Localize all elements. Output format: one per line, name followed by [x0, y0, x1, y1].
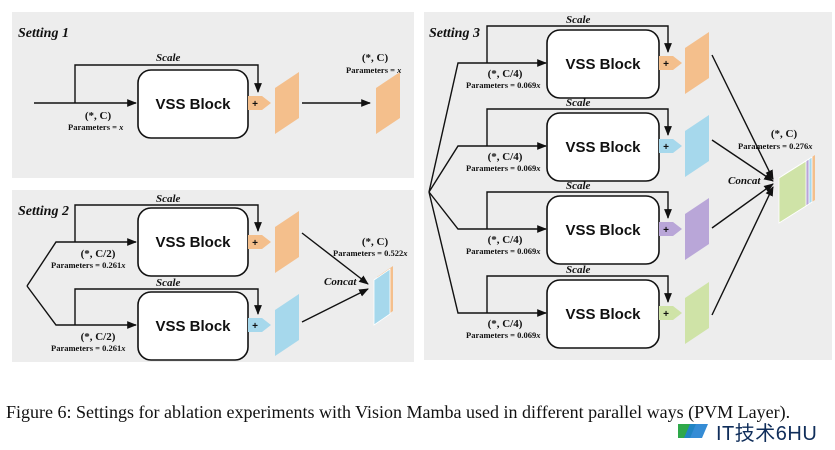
branch-2-vss-label: VSS Block — [565, 139, 641, 156]
concat-label: Concat — [324, 276, 357, 288]
setting-1-panel: Setting 1 Scale VSS Block + (*, C) Param… — [12, 12, 414, 178]
branch-2-shape: (*, C/4) — [488, 151, 523, 163]
branch-1-shape: (*, C/2) — [81, 248, 116, 260]
concat-arrow-2 — [301, 288, 369, 323]
concat-output-stack — [373, 266, 393, 326]
branch-1-vss-label: VSS Block — [565, 56, 641, 73]
branch-1: Scale VSS Block + (*, C/4) Parameters = … — [466, 14, 709, 99]
branch-4-shape: (*, C/4) — [488, 318, 523, 330]
concat-arrow-1 — [301, 232, 369, 285]
branch-3-scale-label: Scale — [566, 180, 591, 192]
vss-block-label: VSS Block — [155, 96, 231, 113]
branch-3-input — [428, 191, 547, 233]
branch-2-add-node — [659, 139, 682, 153]
feature-map — [275, 72, 299, 134]
branch-2-add-node — [248, 318, 271, 332]
branch-2-scale-label: Scale — [566, 97, 591, 109]
output-params: Parameters = 0.276x — [738, 141, 813, 151]
output-shape: (*, C) — [362, 236, 389, 248]
branch-2-feature-map — [685, 115, 709, 177]
plus-icon: + — [252, 99, 258, 110]
branch-1-feature-map — [685, 32, 709, 94]
branch-1-plus-icon: + — [252, 238, 258, 249]
scale-label: Scale — [156, 52, 181, 64]
branch-4-params: Parameters = 0.069x — [466, 330, 541, 340]
concat-label: Concat — [728, 175, 761, 187]
branch-2-params: Parameters = 0.069x — [466, 163, 541, 173]
watermark-logo-icon — [676, 420, 710, 442]
input-shape: (*, C) — [85, 110, 112, 122]
branch-1-params: Parameters = 0.069x — [466, 80, 541, 90]
output-params: Parameters = x — [346, 65, 402, 75]
branch-2-input — [26, 285, 137, 329]
branch-3-params: Parameters = 0.069x — [466, 246, 541, 256]
branch-1-vss-label: VSS Block — [155, 234, 231, 251]
concat-arrow-3 — [711, 183, 774, 229]
branch-1-input — [26, 238, 137, 287]
branch-2-vss-label: VSS Block — [155, 318, 231, 335]
branch-3: Scale VSS Block + (*, C/4) Parameters = … — [466, 180, 709, 265]
setting-3-panel: Setting 3 Scale VSS Block + (*, C/4) Par… — [424, 12, 832, 360]
output-shape: (*, C) — [362, 52, 389, 64]
branch-4-feature-map — [685, 282, 709, 344]
concat-arrow-4 — [711, 186, 774, 316]
setting-2-title: Setting 2 — [18, 204, 69, 219]
setting-2-panel: Setting 2 Scale VSS Block + (*, C/2) Par… — [12, 190, 414, 362]
figure-caption: Figure 6: Settings for ablation experime… — [6, 402, 791, 422]
branch-4-add-node — [659, 306, 682, 320]
branch-3-feature-map — [685, 198, 709, 260]
branch-1-input — [428, 59, 547, 193]
output-shape: (*, C) — [771, 128, 798, 140]
output-params: Parameters = 0.522x — [333, 248, 408, 258]
output-feature-map — [376, 72, 400, 134]
branch-1-feature-map — [275, 211, 299, 273]
branch-1-scale-label: Scale — [156, 193, 181, 205]
branch-4-input — [428, 191, 547, 317]
branch-2: Scale VSS Block + (*, C/4) Parameters = … — [466, 97, 709, 182]
watermark: IT技术6HU — [676, 418, 818, 445]
branch-1-add-node — [248, 235, 271, 249]
concat-arrow-1 — [711, 54, 774, 180]
watermark-text: IT技术6HU — [716, 422, 818, 445]
input-params: Parameters = x — [68, 122, 124, 132]
branch-2-scale-label: Scale — [156, 277, 181, 289]
setting-3-title: Setting 3 — [429, 26, 480, 41]
branch-2-input — [428, 142, 547, 193]
branch-1-scale — [74, 204, 262, 242]
branch-2-shape: (*, C/2) — [81, 331, 116, 343]
branch-4: Scale VSS Block + (*, C/4) Parameters = … — [466, 264, 709, 349]
branch-4-plus-icon: + — [663, 309, 669, 320]
branch-2-scale — [74, 288, 262, 325]
branch-1-plus-icon: + — [663, 59, 669, 70]
branch-2-plus-icon: + — [663, 142, 669, 153]
concat-output-stack — [778, 155, 815, 224]
branch-1-params: Parameters = 0.261x — [51, 260, 126, 270]
branch-2-feature-map — [275, 294, 299, 356]
branch-3-plus-icon: + — [663, 225, 669, 236]
setting-1-title: Setting 1 — [18, 26, 69, 41]
branch-1-scale-label: Scale — [566, 14, 591, 26]
branch-2-params: Parameters = 0.261x — [51, 343, 126, 353]
branch-3-add-node — [659, 222, 682, 236]
scale-skip-connection — [74, 64, 262, 103]
branch-4-scale-label: Scale — [566, 264, 591, 276]
branch-1-shape: (*, C/4) — [488, 68, 523, 80]
branch-1-add-node — [659, 56, 682, 70]
branch-4-vss-label: VSS Block — [565, 306, 641, 323]
concat-arrow-2 — [711, 139, 774, 182]
branch-3-vss-label: VSS Block — [565, 222, 641, 239]
branch-2-plus-icon: + — [252, 321, 258, 332]
add-node — [248, 96, 271, 110]
branch-3-shape: (*, C/4) — [488, 234, 523, 246]
